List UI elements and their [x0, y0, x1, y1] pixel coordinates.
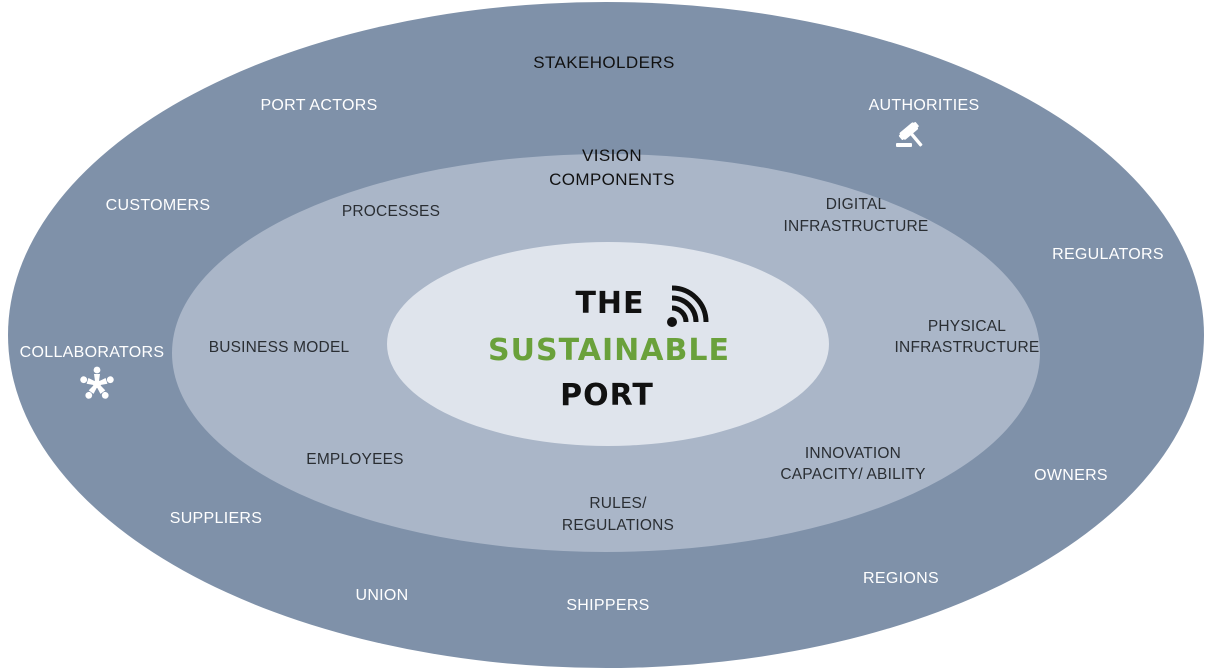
- core-line-port: PORT: [560, 378, 654, 413]
- vision-title-line2: COMPONENTS: [549, 170, 675, 189]
- gavel-icon: [896, 122, 923, 147]
- label-suppliers: SUPPLIERS: [170, 510, 263, 527]
- label-port-actors: PORT ACTORS: [260, 97, 377, 114]
- label-innovation-line1: INNOVATION: [805, 445, 901, 462]
- label-physical-line2: INFRASTRUCTURE: [895, 339, 1040, 356]
- label-business-model: BUSINESS MODEL: [209, 339, 350, 356]
- label-shippers: SHIPPERS: [566, 597, 649, 614]
- vision-title-line1: VISION: [582, 146, 642, 165]
- core-line-the: THE: [575, 286, 644, 321]
- label-regulators: REGULATORS: [1052, 246, 1164, 263]
- label-digital-line2: INFRASTRUCTURE: [784, 218, 929, 235]
- label-physical-line1: PHYSICAL: [928, 318, 1006, 335]
- label-rules-line1: RULES/: [589, 495, 647, 512]
- label-customers: CUSTOMERS: [106, 197, 211, 214]
- label-employees: EMPLOYEES: [306, 451, 403, 468]
- label-digital-line1: DIGITAL: [826, 196, 887, 213]
- wifi-signal-icon: [667, 285, 709, 327]
- label-union: UNION: [355, 587, 408, 604]
- label-owners: OWNERS: [1034, 467, 1108, 484]
- stakeholders-title: STAKEHOLDERS: [533, 53, 674, 72]
- label-authorities: AUTHORITIES: [869, 97, 980, 114]
- label-innovation-line2: CAPACITY/ ABILITY: [780, 466, 925, 483]
- core-line-sustainable: SUSTAINABLE: [488, 333, 730, 368]
- label-processes: PROCESSES: [342, 203, 440, 220]
- label-regions: REGIONS: [863, 570, 939, 587]
- label-collaborators: COLLABORATORS: [20, 344, 165, 361]
- label-rules-line2: REGULATIONS: [562, 517, 674, 534]
- people-circle-icon: [80, 366, 114, 399]
- core-ellipse: [387, 242, 829, 446]
